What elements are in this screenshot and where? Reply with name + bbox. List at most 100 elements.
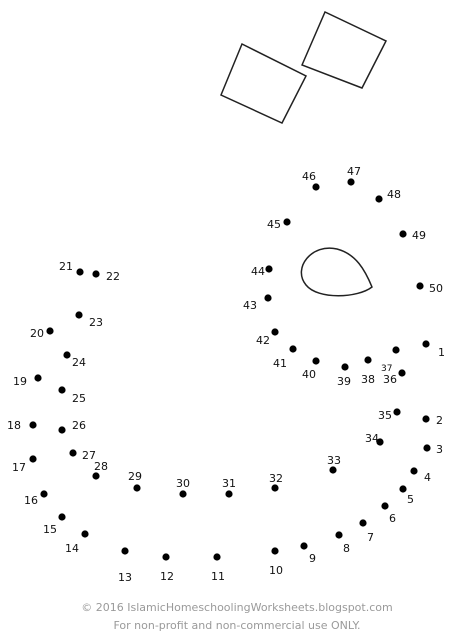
dot-label-28: 28 — [94, 460, 108, 473]
dot-label-11: 11 — [211, 570, 225, 583]
dot-label-14: 14 — [65, 542, 79, 555]
dot-label-29: 29 — [128, 470, 142, 483]
dot-45 — [283, 218, 291, 226]
dot-label-33: 33 — [327, 454, 341, 467]
dot-label-44: 44 — [251, 265, 265, 278]
dot-38 — [364, 356, 372, 364]
dot-3 — [423, 444, 431, 452]
dot-label-5: 5 — [407, 493, 414, 506]
dot-label-30: 30 — [176, 477, 190, 490]
dot-label-3: 3 — [436, 443, 443, 456]
dot-label-38: 38 — [361, 373, 375, 386]
dot-label-36: 36 — [383, 373, 397, 386]
dot-label-35: 35 — [378, 409, 392, 422]
dot-42 — [271, 328, 279, 336]
dot-label-27: 27 — [82, 449, 96, 462]
teardrop-outline — [300, 247, 373, 297]
dot-23 — [75, 311, 83, 319]
dot-label-4: 4 — [424, 471, 431, 484]
dot-26 — [58, 426, 66, 434]
usage-notice-footer: For non-profit and non-commercial use ON… — [113, 619, 361, 632]
dot-44 — [265, 265, 273, 273]
dot-33 — [329, 466, 337, 474]
dot-46 — [312, 183, 320, 191]
dot-35 — [393, 408, 401, 416]
dot-43 — [264, 294, 272, 302]
dot-16 — [40, 490, 48, 498]
dot-label-49: 49 — [412, 229, 426, 242]
dot-label-23: 23 — [89, 316, 103, 329]
dot-label-16: 16 — [24, 494, 38, 507]
dot-4 — [410, 467, 418, 475]
dot-label-37: 37 — [381, 364, 392, 374]
dot-2 — [422, 415, 430, 423]
dot-28 — [92, 472, 100, 480]
copyright-footer: © 2016 IslamicHomeschoolingWorksheets.bl… — [81, 601, 393, 614]
dot-label-13: 13 — [118, 571, 132, 584]
dot-34 — [376, 438, 384, 446]
dot-label-2: 2 — [436, 414, 443, 427]
dot-12 — [162, 553, 170, 561]
dot-label-22: 22 — [106, 270, 120, 283]
dot-40 — [312, 357, 320, 365]
dot-50 — [416, 282, 424, 290]
dot-6 — [381, 502, 389, 510]
dot-20 — [46, 327, 54, 335]
dot-49 — [399, 230, 407, 238]
dot-label-8: 8 — [343, 542, 350, 555]
dot-25 — [58, 386, 66, 394]
dots-layer: 1234567891011121314151617181920212223242… — [7, 165, 445, 584]
dot-label-19: 19 — [13, 375, 27, 388]
dot-48 — [375, 195, 383, 203]
square-outline-right — [301, 10, 388, 89]
dot-36 — [398, 369, 406, 377]
dot-label-34: 34 — [365, 432, 379, 445]
square-outline-left — [220, 42, 308, 124]
dot-30 — [179, 490, 187, 498]
dot-17 — [29, 455, 37, 463]
dot-label-6: 6 — [389, 512, 396, 525]
dot-label-41: 41 — [273, 357, 287, 370]
dot-label-43: 43 — [243, 299, 257, 312]
dot-label-47: 47 — [347, 165, 361, 178]
dot-label-15: 15 — [43, 523, 57, 536]
dot-11 — [213, 553, 221, 561]
dot-13 — [121, 547, 129, 555]
dot-21 — [76, 268, 84, 276]
dot-label-1: 1 — [438, 346, 445, 359]
dot-9 — [300, 542, 308, 550]
dot-label-42: 42 — [256, 334, 270, 347]
dot-label-10: 10 — [269, 564, 283, 577]
dot-label-9: 9 — [309, 552, 316, 565]
dot-5 — [399, 485, 407, 493]
dot-18 — [29, 421, 37, 429]
dot-label-24: 24 — [72, 356, 86, 369]
dot-label-39: 39 — [337, 375, 351, 388]
dot-label-17: 17 — [12, 461, 26, 474]
dot-8 — [335, 531, 343, 539]
dot-32 — [271, 484, 279, 492]
dot-label-18: 18 — [7, 419, 21, 432]
dot-label-21: 21 — [59, 260, 73, 273]
dot-label-26: 26 — [72, 419, 86, 432]
dot-19 — [34, 374, 42, 382]
dot-label-31: 31 — [222, 477, 236, 490]
dot-47 — [347, 178, 355, 186]
dot-label-20: 20 — [30, 327, 44, 340]
dot-29 — [133, 484, 141, 492]
dot-label-50: 50 — [429, 282, 443, 295]
dot-label-48: 48 — [387, 188, 401, 201]
dot-1 — [422, 340, 430, 348]
dot-14 — [81, 530, 89, 538]
dot-31 — [225, 490, 233, 498]
dot-22 — [92, 270, 100, 278]
dot-label-40: 40 — [302, 368, 316, 381]
dot-39 — [341, 363, 349, 371]
dot-7 — [359, 519, 367, 527]
dot-27 — [69, 449, 77, 457]
dot-41 — [289, 345, 297, 353]
dot-label-32: 32 — [269, 472, 283, 485]
dot-15 — [58, 513, 66, 521]
dot-24 — [63, 351, 71, 359]
